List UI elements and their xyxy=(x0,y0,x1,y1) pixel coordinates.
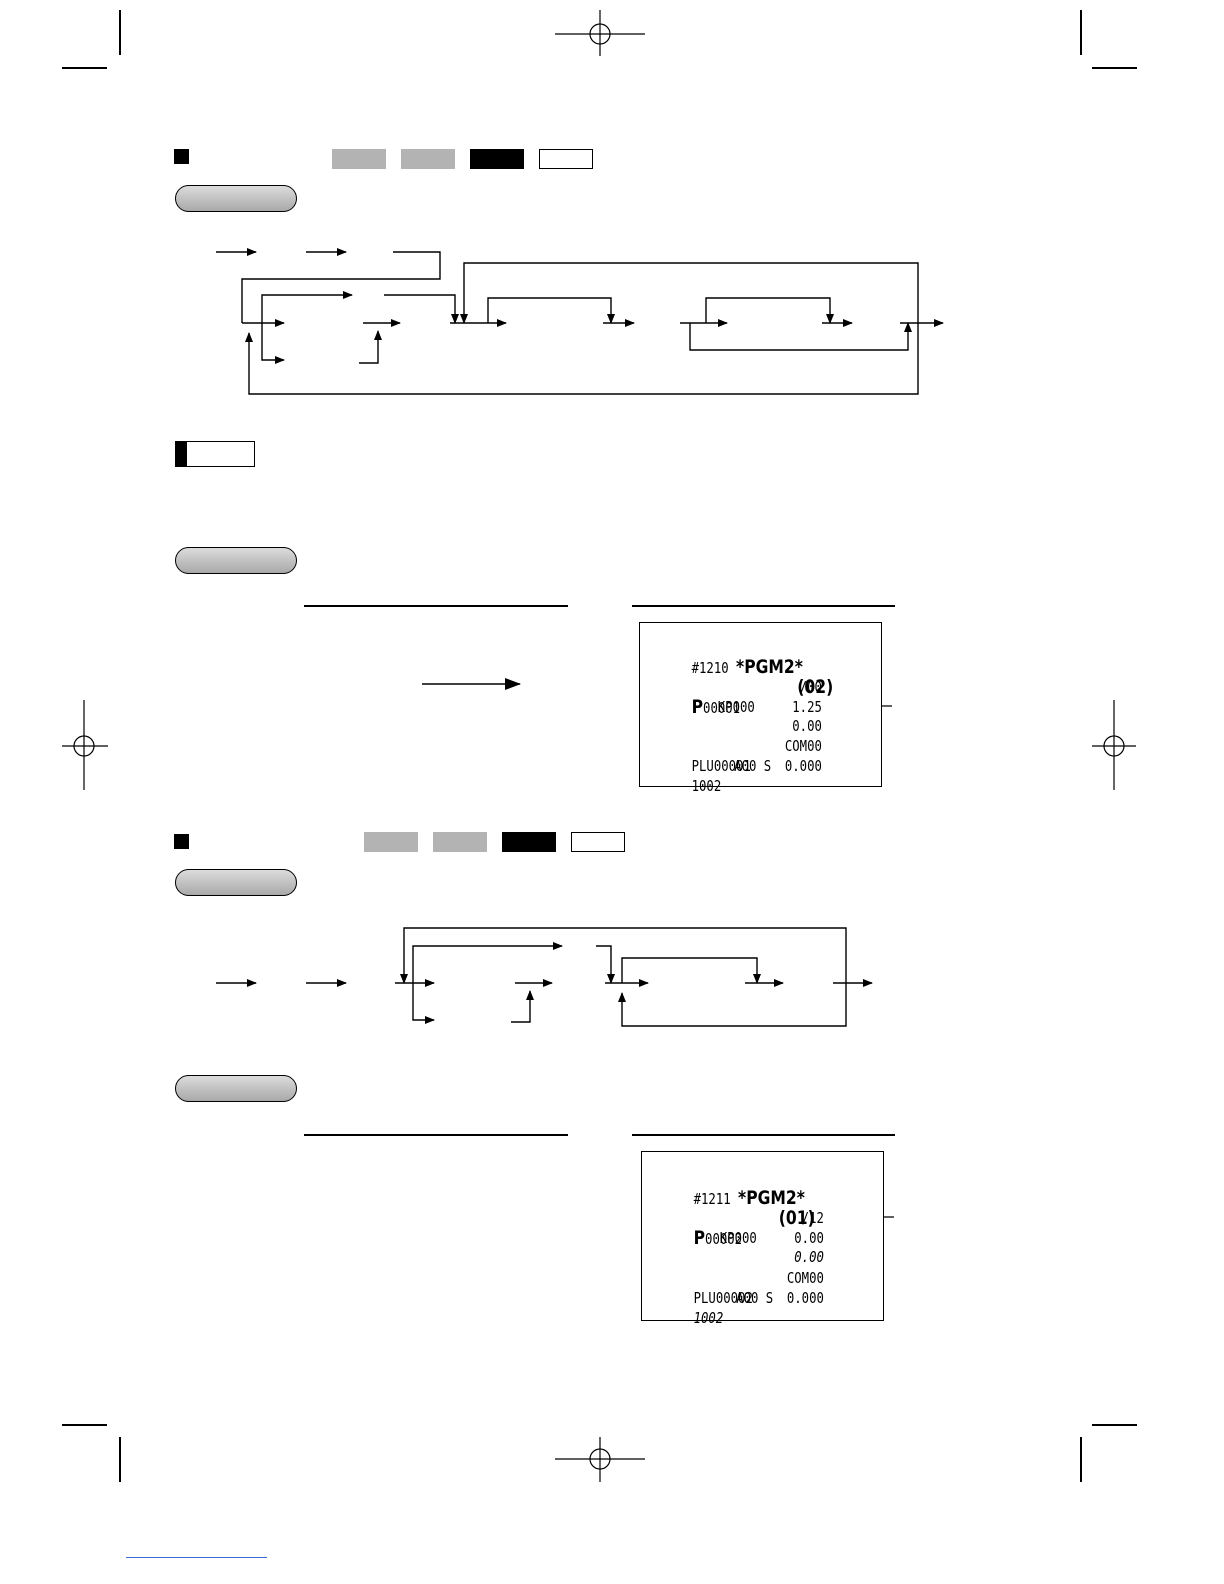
key-operation-column-rule xyxy=(304,605,568,607)
mode-box-4 xyxy=(571,832,625,852)
receipt-value-1: 0.00 xyxy=(794,1229,824,1247)
receipt-number: #1211 xyxy=(693,1190,731,1208)
receipt-value-1: 1.25 xyxy=(792,698,822,716)
example-label-pill-2 xyxy=(175,1075,297,1102)
receipt-value-2: 0.00 xyxy=(794,1248,824,1266)
note-label-box xyxy=(175,441,255,467)
receipt-group: (02) xyxy=(797,676,834,698)
receipt-code: 00002 xyxy=(705,1230,743,1248)
receipt-com: COM00 xyxy=(784,737,822,755)
footer-link-underline xyxy=(126,1557,267,1558)
receipt-code-prefix: P xyxy=(691,696,704,718)
receipt-plu: PLU00001 xyxy=(691,757,751,775)
mode-box-2 xyxy=(401,149,455,169)
receipt-code-prefix: P xyxy=(693,1227,706,1249)
example-label-pill xyxy=(175,547,297,574)
receipt-mode: *PGM2* xyxy=(736,656,803,678)
receipt-code-2: 1002 xyxy=(691,777,722,795)
mode-box-1 xyxy=(364,832,418,852)
key-operation-column-rule-2 xyxy=(304,1134,568,1136)
receipt-kp: KP000 xyxy=(717,698,755,716)
receipt-group-suffix: /00 xyxy=(799,678,822,696)
receipt-mode: *PGM2* xyxy=(738,1187,805,1209)
receipt-number: #1210 xyxy=(691,659,729,677)
mode-box-3 xyxy=(470,149,524,169)
receipt-value-2: 0.00 xyxy=(792,717,822,735)
receipt-com: COM00 xyxy=(786,1269,824,1287)
receipt-code: 00001 xyxy=(703,699,741,717)
receipt-value-3: 0.000 xyxy=(786,1289,824,1307)
receipt-plu: PLU00002 xyxy=(693,1289,753,1307)
mode-box-1 xyxy=(332,149,386,169)
receipt-group: (01) xyxy=(778,1207,815,1229)
procedure-label-pill-2 xyxy=(175,869,297,896)
section-1-bullet xyxy=(174,149,189,164)
receipt-print-1: #1210 *PGM2* P00001 (02) /00 KP000 1.25 … xyxy=(639,622,882,795)
section-2-bullet xyxy=(174,834,189,849)
receipt-value-3: 0.000 xyxy=(784,757,822,775)
receipt-group-suffix: /12 xyxy=(801,1209,824,1227)
mode-box-2 xyxy=(433,832,487,852)
receipt-a00: A00 S xyxy=(736,1289,774,1307)
receipt-kp: KP000 xyxy=(719,1229,757,1247)
procedure-label-pill xyxy=(175,185,297,212)
print-column-rule-2 xyxy=(632,1134,895,1136)
receipt-a00: A00 S xyxy=(734,757,772,775)
mode-box-3 xyxy=(502,832,556,852)
mode-box-4 xyxy=(539,149,593,169)
receipt-code-2: 1002 xyxy=(693,1309,724,1327)
receipt-print-2: #1211 *PGM2* P00002 (01) /12 KP000 0.00 … xyxy=(641,1151,884,1327)
print-column-rule xyxy=(632,605,895,607)
